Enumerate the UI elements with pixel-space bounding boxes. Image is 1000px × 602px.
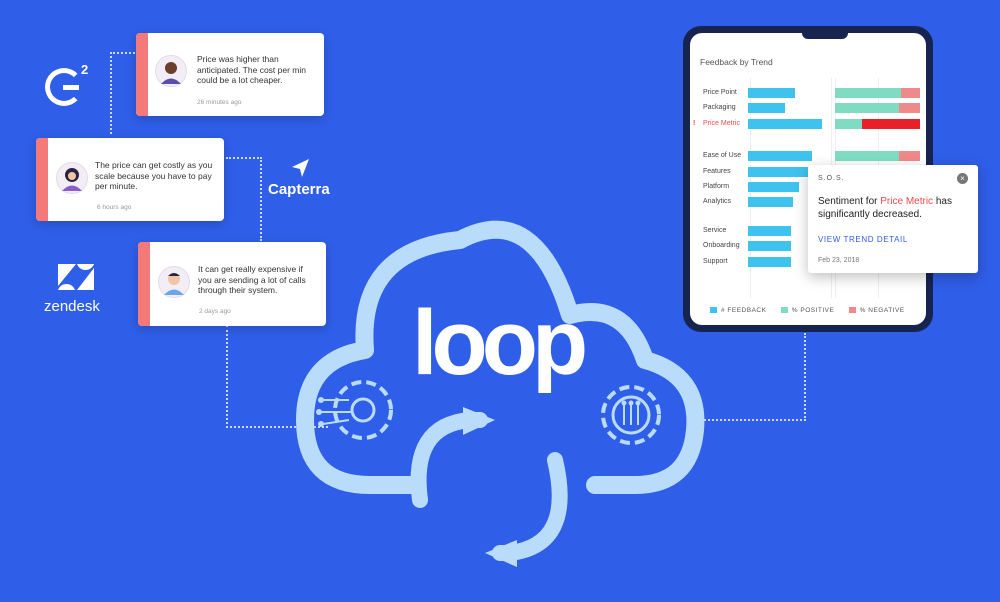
connector-capterra [226, 157, 262, 241]
positive-bar [835, 103, 899, 113]
avatar [158, 266, 190, 298]
row-label: Analytics [703, 198, 732, 205]
feedback-bar [748, 88, 796, 98]
circuit-gear-left-icon [316, 380, 393, 440]
feedback-bar [748, 103, 785, 113]
feedback-bar [748, 167, 822, 177]
review-time: 2 days ago [199, 308, 231, 315]
negative-bar [898, 151, 920, 161]
feedback-bar [748, 241, 792, 251]
circuit-gear-right-icon [601, 385, 661, 445]
popup-date: Feb 23, 2018 [818, 257, 860, 264]
row-label: Price Metric [703, 120, 740, 127]
legend-item-feedback: # FEEDBACK [710, 307, 766, 314]
close-icon[interactable]: × [957, 173, 968, 184]
positive-bar [835, 151, 899, 161]
card-accent [136, 33, 148, 116]
loop-logo: loop [412, 292, 588, 394]
negative-bar [901, 88, 920, 98]
avatar [56, 162, 88, 194]
row-label: Platform [703, 183, 730, 190]
review-card: Price was higher than anticipated. The c… [136, 33, 324, 116]
review-text: It can get really expensive if you are s… [198, 264, 306, 295]
feedback-bar [748, 197, 794, 207]
feedback-bar [748, 119, 822, 129]
connector-tablet [700, 333, 806, 421]
row-label: Support [703, 258, 728, 265]
review-card: The price can get costly as you scale be… [36, 138, 224, 221]
arrow-head-right-icon [463, 407, 495, 435]
popup-header: S.O.S. [818, 175, 845, 182]
row-label: Onboarding [703, 242, 740, 249]
review-text: Price was higher than anticipated. The c… [197, 54, 306, 85]
alert-marker: ! [693, 120, 696, 127]
capterra-arrow-icon [292, 159, 309, 177]
row-label: Ease of Use [703, 152, 742, 159]
connector-zendesk [226, 325, 328, 428]
review-time: 6 hours ago [97, 204, 132, 211]
zendesk-z-icon [58, 264, 94, 290]
avatar [155, 55, 187, 87]
legend-item-positive: % POSITIVE [780, 307, 835, 314]
legend-item-negative: % NEGATIVE [848, 307, 905, 314]
positive-bar [835, 119, 863, 129]
chart-title: Feedback by Trend [700, 57, 773, 67]
negative-bar [898, 103, 920, 113]
arrow-head-left-icon [485, 540, 517, 567]
loop-arrow-top [410, 412, 488, 508]
row-label: Service [703, 227, 727, 234]
tablet-notch [802, 33, 848, 39]
g2-logo: G 2 [45, 62, 91, 110]
feedback-bar [748, 182, 800, 192]
row-label: Packaging [703, 104, 736, 111]
review-card: It can get really expensive if you are s… [138, 242, 326, 326]
feedback-bar [748, 151, 812, 161]
cloud-graphic [296, 220, 705, 567]
feedback-bar [748, 257, 792, 267]
sos-popup: S.O.S. × Sentiment for Price Metric has … [808, 165, 978, 273]
row-label: Price Point [703, 89, 737, 96]
card-accent [138, 242, 150, 326]
card-accent [36, 138, 48, 221]
feedback-bar [748, 226, 792, 236]
popup-highlight: Price Metric [880, 196, 934, 207]
positive-bar [835, 88, 902, 98]
cloud-outline [296, 220, 705, 494]
g2-logo-sup: 2 [81, 62, 89, 77]
zendesk-name: zendesk [44, 298, 100, 315]
view-trend-detail-link[interactable]: VIEW TREND DETAIL [818, 235, 908, 244]
loop-arrow-bottom [492, 452, 568, 561]
capterra-name: Capterra [268, 181, 330, 198]
chart-legend: # FEEDBACK % POSITIVE % NEGATIVE [710, 307, 905, 314]
row-label: Features [703, 168, 731, 175]
connector-g2 [110, 52, 138, 134]
review-text: The price can get costly as you scale be… [95, 160, 213, 191]
review-time: 26 minutes ago [197, 99, 242, 106]
negative-bar [862, 119, 920, 129]
popup-message: Sentiment for Price Metric has significa… [818, 196, 952, 220]
